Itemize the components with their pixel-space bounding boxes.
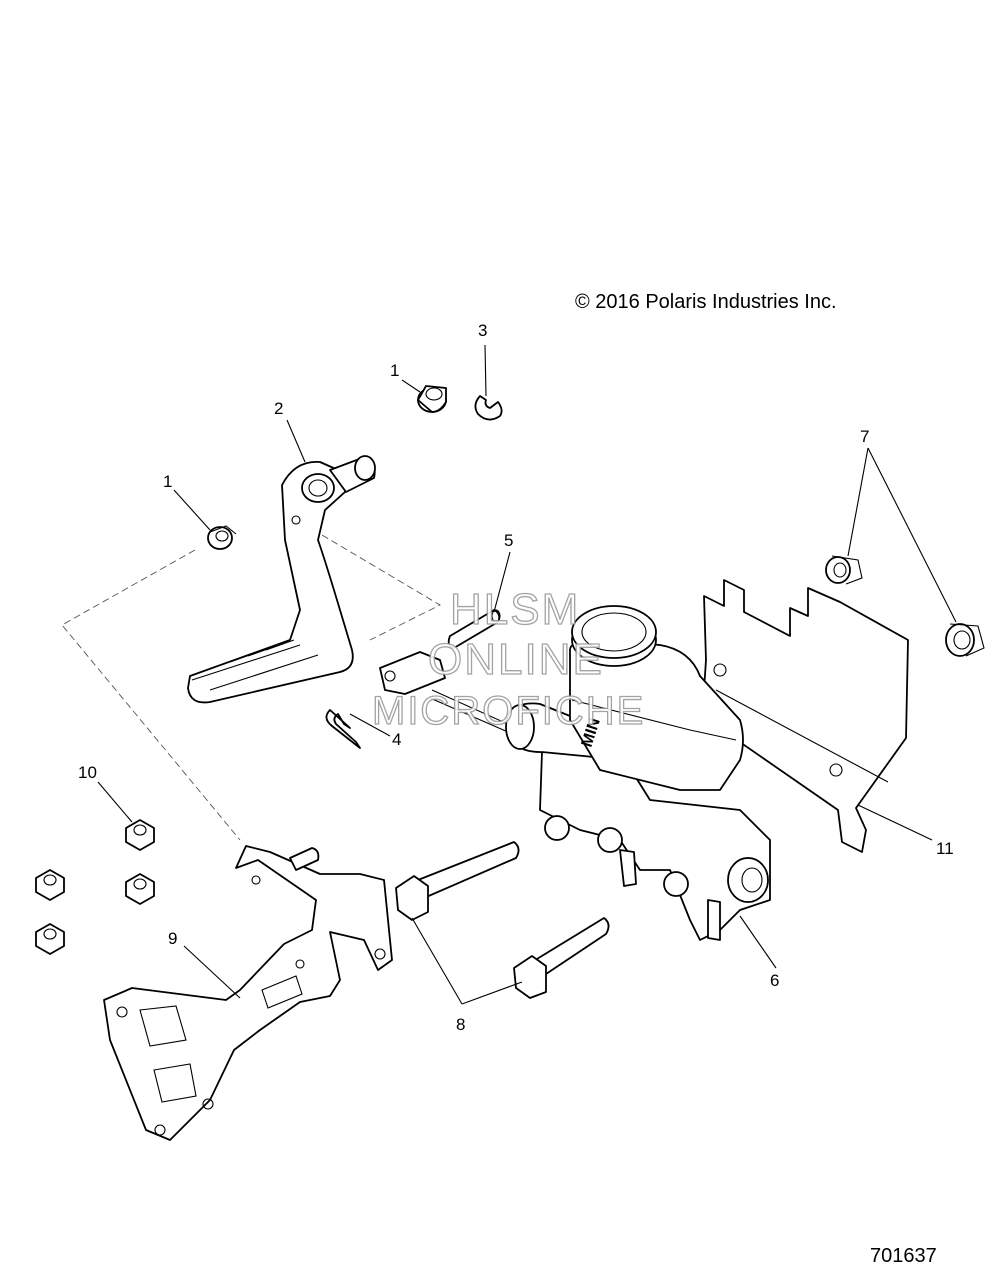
mounting-bracket xyxy=(103,845,393,1141)
assembly-guide-lines xyxy=(61,534,441,841)
callout-3: 3 xyxy=(478,321,487,340)
callout-6: 6 xyxy=(770,971,779,990)
bolt-upper xyxy=(395,841,520,921)
callout-10: 10 xyxy=(78,763,97,782)
callout-7: 7 xyxy=(860,427,869,446)
heat-shield xyxy=(703,579,909,853)
e-clip xyxy=(474,395,503,421)
callout-4: 4 xyxy=(392,730,401,749)
nut-2 xyxy=(35,869,65,901)
watermark-line-3: MICROFICHE xyxy=(372,689,645,733)
watermark: HLSM ONLINE MICROFICHE xyxy=(371,584,645,733)
copyright-text: © 2016 Polaris Industries Inc. xyxy=(575,291,837,313)
cotter-pin xyxy=(325,709,361,749)
bushing-right-upper xyxy=(825,555,863,585)
bushing-right-lower xyxy=(945,623,985,657)
callout-leaders xyxy=(97,344,957,1005)
callout-1-lower: 1 xyxy=(163,472,172,491)
callout-11: 11 xyxy=(936,839,954,858)
figure-number: 701637 xyxy=(870,1245,937,1267)
brake-pedal xyxy=(187,455,376,704)
master-cylinder: MIN xyxy=(379,605,771,941)
bushing-lower xyxy=(207,525,237,550)
clevis-pin xyxy=(447,609,501,649)
callout-5: 5 xyxy=(504,531,513,550)
callouts: 1 3 2 1 5 4 7 11 6 8 9 10 xyxy=(78,321,954,1034)
bushing-upper xyxy=(417,385,447,413)
watermark-line-2: ONLINE xyxy=(428,635,604,684)
nut-4 xyxy=(35,923,65,955)
bolt-lower xyxy=(513,917,610,999)
nut-3 xyxy=(125,873,155,905)
callout-1-upper: 1 xyxy=(390,361,399,380)
callout-8: 8 xyxy=(456,1015,465,1034)
nut-1 xyxy=(125,819,155,851)
callout-2: 2 xyxy=(274,399,283,418)
callout-9: 9 xyxy=(168,929,177,948)
watermark-line-1: HLSM xyxy=(450,585,580,634)
